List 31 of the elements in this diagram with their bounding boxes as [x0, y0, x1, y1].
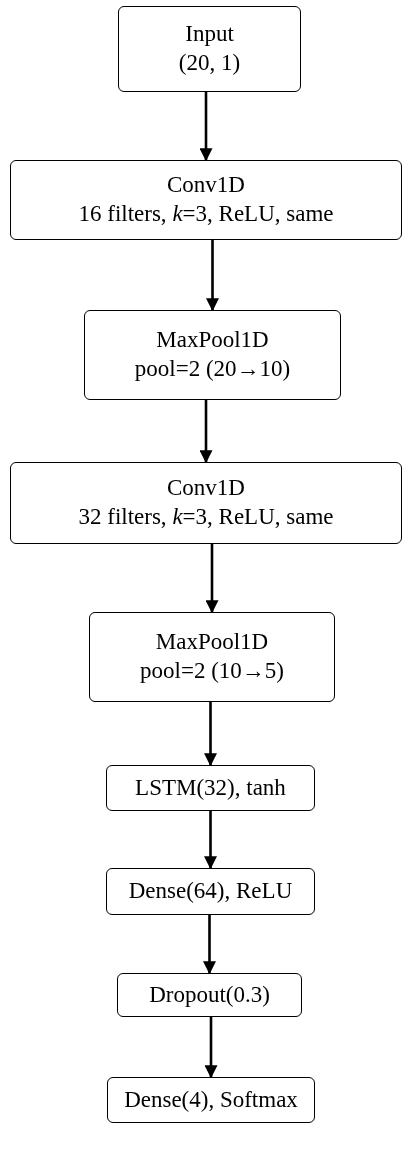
layer-name: MaxPool1D: [156, 326, 269, 355]
layer-box: [106, 765, 315, 811]
layer-name: Dropout(0.3): [149, 980, 270, 1009]
layer-details: pool=2 (20→10): [134, 355, 291, 383]
layer-box: [107, 1077, 315, 1123]
arrow: [206, 240, 219, 312]
layer-name: Conv1D: [167, 474, 245, 503]
arrow: [203, 915, 216, 975]
layer-box: [10, 462, 402, 544]
arrow: [204, 811, 217, 870]
layer-box: [10, 160, 402, 240]
arrow: [199, 92, 213, 162]
layer-name: Conv1D: [167, 171, 245, 200]
layer-box: [89, 612, 335, 702]
arrow: [205, 544, 219, 614]
layer-box: [106, 868, 315, 915]
layer-details: 16 filters, k=3, ReLU, same: [78, 200, 334, 228]
layer-box: [84, 310, 341, 400]
layer-name: Input: [185, 20, 234, 49]
layer-name: MaxPool1D: [155, 628, 269, 657]
layer-details: (20, 1): [178, 49, 241, 77]
layer-box: [117, 973, 302, 1017]
arrow: [204, 1017, 218, 1079]
layer-name: Dense(4), Softmax: [124, 1085, 298, 1114]
layer-name: LSTM(32), tanh: [135, 773, 286, 802]
layer-box: [118, 6, 301, 92]
layer-details: 32 filters, k=3, ReLU, same: [78, 503, 334, 531]
layer-name: Dense(64), ReLU: [128, 877, 293, 906]
arrow: [204, 702, 217, 767]
layer-details: pool=2 (10→5): [140, 657, 284, 685]
arrow: [199, 400, 213, 464]
